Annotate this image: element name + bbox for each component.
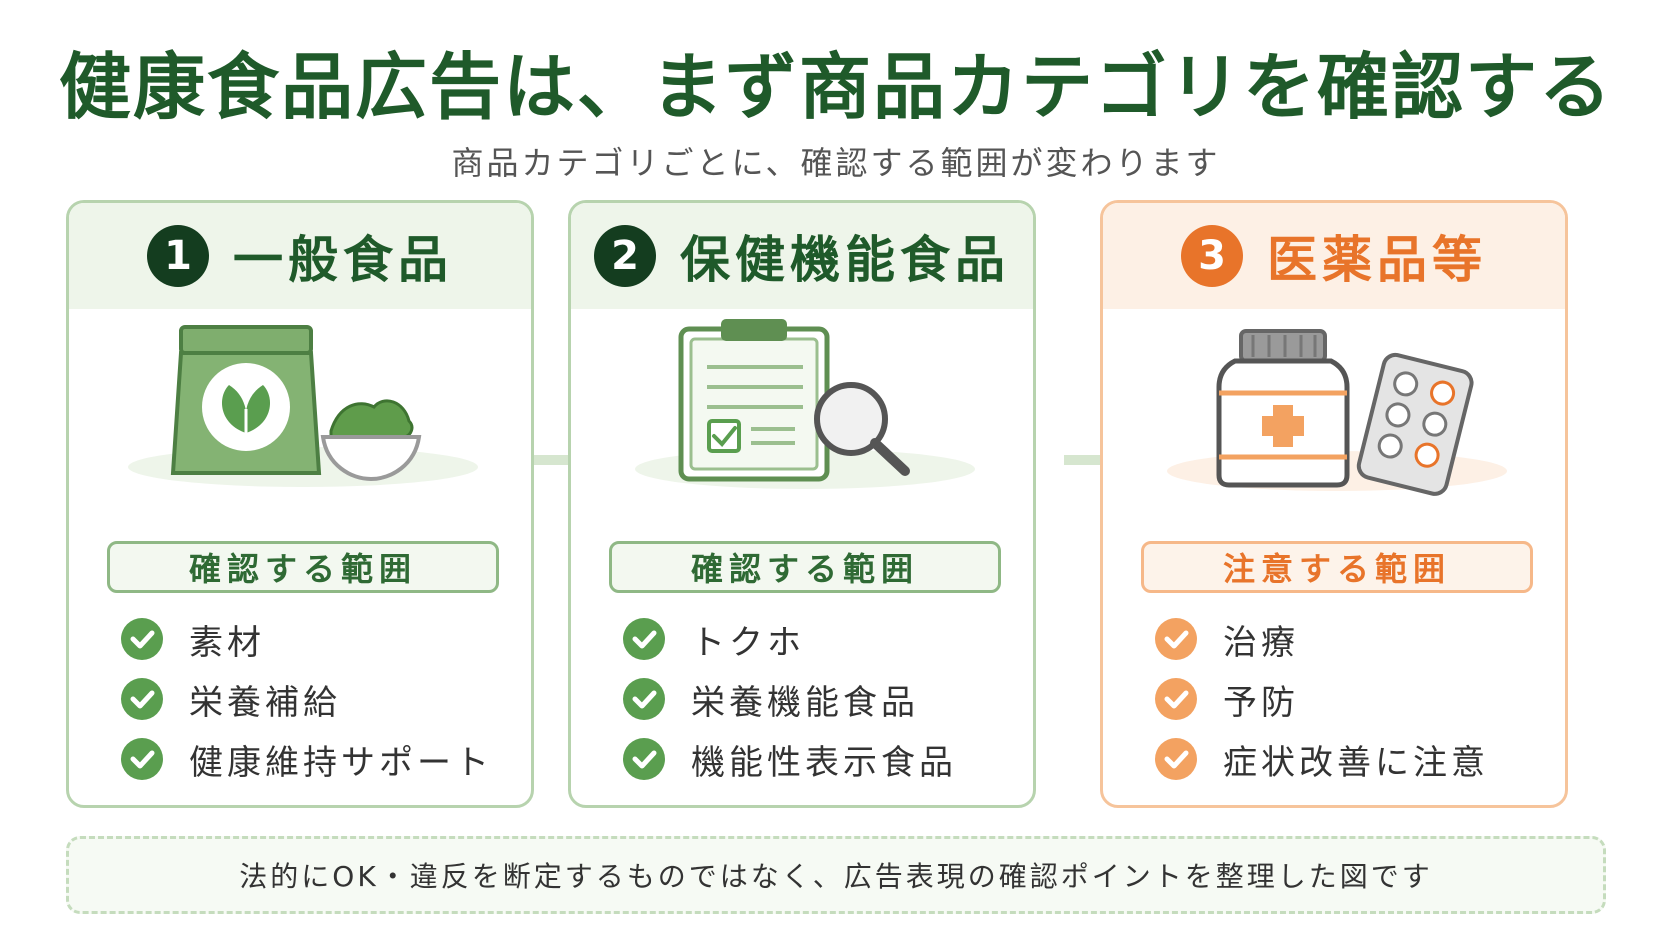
range-label: 注意する範囲	[1141, 541, 1533, 593]
check-icon	[121, 678, 163, 720]
card-header: 1 一般食品	[69, 203, 531, 309]
card-header: 3 医薬品等	[1103, 203, 1565, 309]
check-icon	[623, 738, 665, 780]
check-icon	[623, 618, 665, 660]
connector-line-1	[532, 455, 572, 465]
list-item: 機能性表示食品	[623, 729, 957, 789]
page-title: 健康食品広告は、まず商品カテゴリを確認する	[58, 45, 1613, 129]
card-pharmaceuticals: 3 医薬品等 注意する範囲	[1100, 200, 1568, 808]
list-item: 栄養機能食品	[623, 669, 957, 729]
list-item-text: 予防	[1223, 682, 1299, 723]
list-item: 予防	[1155, 669, 1489, 729]
check-icon	[1155, 678, 1197, 720]
card-number-badge: 2	[594, 225, 656, 287]
check-icon	[1155, 618, 1197, 660]
list-item-text: 素材	[189, 622, 265, 663]
list-item-text: 症状改善に注意	[1223, 742, 1489, 783]
card-title: 医薬品等	[1267, 231, 1487, 289]
check-icon	[121, 618, 163, 660]
range-label: 確認する範囲	[609, 541, 1001, 593]
card-title: 一般食品	[233, 231, 453, 289]
card-header: 2 保健機能食品	[571, 203, 1033, 309]
list-item: トクホ	[623, 609, 957, 669]
item-list: 治療 予防 症状改善に注意	[1155, 609, 1489, 789]
range-label: 確認する範囲	[107, 541, 499, 593]
list-item: 栄養補給	[121, 669, 493, 729]
connector-line-2	[1064, 455, 1104, 465]
clipboard-magnifier-icon	[571, 309, 1033, 609]
item-list: 素材 栄養補給 健康維持サポート	[121, 609, 493, 789]
list-item-text: 治療	[1223, 622, 1299, 663]
card-health-function-food: 2 保健機能食品 確認する範囲 トクホ 栄養機能食品	[568, 200, 1036, 808]
list-item: 症状改善に注意	[1155, 729, 1489, 789]
food-bag-leaf-icon	[69, 309, 531, 609]
page-subtitle: 商品カテゴリごとに、確認する範囲が変わります	[451, 144, 1221, 182]
card-general-food: 1 一般食品 確認する範囲 素材 栄養補給 健康維持サポート	[66, 200, 534, 808]
check-icon	[1155, 738, 1197, 780]
list-item-text: 栄養補給	[189, 682, 341, 723]
list-item: 素材	[121, 609, 493, 669]
check-icon	[121, 738, 163, 780]
card-number-badge: 1	[147, 225, 209, 287]
list-item: 治療	[1155, 609, 1489, 669]
card-number-badge: 3	[1181, 225, 1243, 287]
disclaimer-note: 法的にOK・違反を断定するものではなく、広告表現の確認ポイントを整理した図です	[66, 836, 1606, 914]
list-item-text: 機能性表示食品	[691, 742, 957, 783]
list-item-text: 栄養機能食品	[691, 682, 919, 723]
card-title: 保健機能食品	[680, 231, 1010, 289]
medicine-bottle-pills-icon	[1103, 309, 1565, 609]
list-item: 健康維持サポート	[121, 729, 493, 789]
list-item-text: 健康維持サポート	[189, 742, 493, 783]
list-item-text: トクホ	[691, 622, 805, 663]
item-list: トクホ 栄養機能食品 機能性表示食品	[623, 609, 957, 789]
check-icon	[623, 678, 665, 720]
